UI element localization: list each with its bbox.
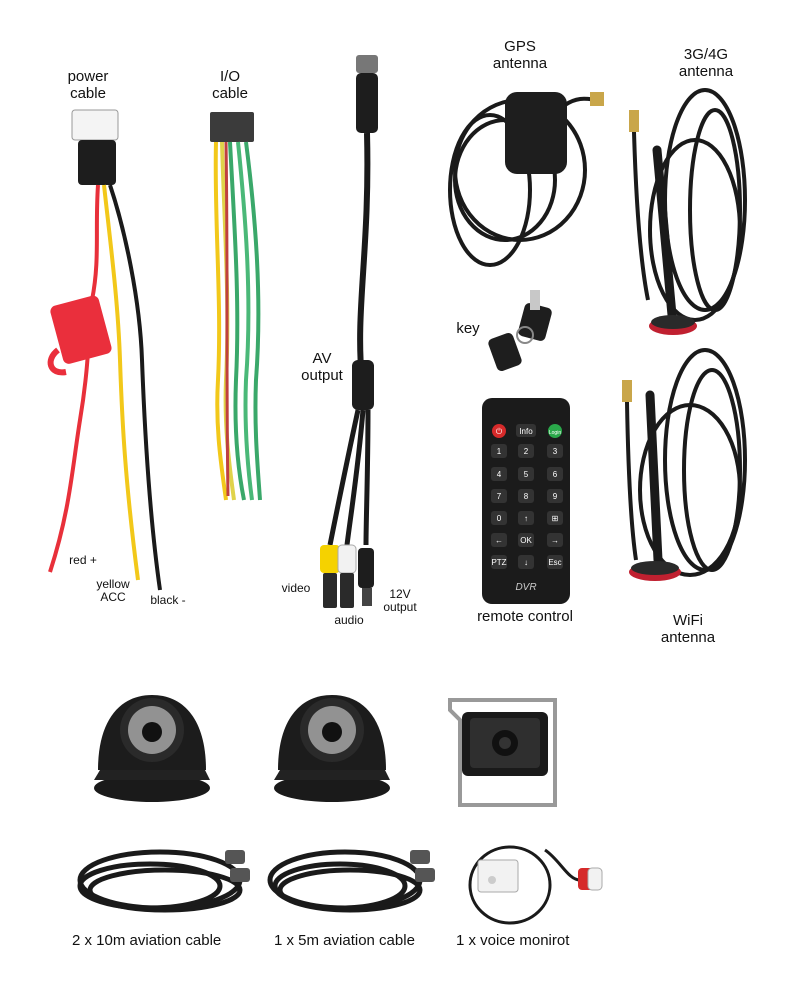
- aviation-cable-10m: [77, 849, 250, 913]
- antenna-3g4g-image: [629, 88, 747, 335]
- caption-10m-cable: 2 x 10m aviation cable: [72, 932, 222, 949]
- remote-power-button: [492, 424, 506, 438]
- svg-text:OK: OK: [520, 536, 532, 545]
- svg-text:1: 1: [497, 447, 502, 456]
- remote-button-4: 3: [547, 444, 563, 458]
- io-connector: [210, 112, 254, 142]
- svg-text:PTZ: PTZ: [491, 558, 506, 567]
- io-cable-image: [210, 112, 262, 501]
- red-wire: [48, 184, 100, 573]
- svg-text:3: 3: [553, 447, 558, 456]
- caption-5m-cable: 1 x 5m aviation cable: [274, 932, 415, 949]
- remote-login-button: [548, 424, 562, 438]
- dome-camera-2: [274, 695, 390, 802]
- av-cable-image: [320, 55, 378, 608]
- svg-text:⊞: ⊞: [552, 514, 559, 523]
- svg-text:DVR: DVR: [515, 582, 536, 593]
- rca-white-plug: [337, 544, 357, 574]
- svg-text:←: ←: [495, 536, 503, 545]
- remote-button-18: ↓: [518, 555, 534, 569]
- fuse-holder: [50, 295, 112, 364]
- svg-text:→: →: [551, 536, 559, 545]
- gps-module: [505, 92, 567, 174]
- svg-text:6: 6: [553, 470, 558, 479]
- svg-text:9: 9: [553, 492, 558, 501]
- audio-label: audio: [334, 613, 364, 627]
- svg-text:8: 8: [524, 492, 529, 501]
- wifi-antenna-image: [622, 348, 747, 581]
- keys-image: [488, 290, 552, 372]
- video-label: video: [281, 581, 311, 595]
- remote-button-8: 7: [491, 489, 507, 503]
- gps-antenna-image: [448, 92, 604, 267]
- aviation-cable-5m: [267, 849, 435, 913]
- yellow-wire: [102, 184, 140, 581]
- svg-text:0: 0: [497, 514, 502, 523]
- remote-button-13: ⊞: [547, 511, 563, 525]
- dome-camera-1: [94, 695, 210, 802]
- remote-button-5: 4: [491, 467, 507, 481]
- remote-button-16: →: [547, 533, 563, 547]
- svg-text:Esc: Esc: [548, 558, 561, 567]
- rca-yellow-plug: [320, 545, 340, 573]
- remote-button-7: 6: [547, 467, 563, 481]
- rear-camera: [448, 698, 557, 807]
- remote-button-17: PTZ: [491, 555, 507, 569]
- svg-text:4: 4: [497, 470, 502, 479]
- remote-button-9: 8: [518, 489, 534, 503]
- remote-control-label: remote control: [477, 608, 573, 625]
- key-label: key: [456, 320, 480, 337]
- remote-button-3: 2: [518, 444, 534, 458]
- svg-text:↓: ↓: [524, 558, 528, 567]
- remote-button-2: 1: [491, 444, 507, 458]
- remote-button-15: OK: [518, 533, 534, 547]
- svg-text:⏻: ⏻: [496, 427, 503, 436]
- caption-voice-monitor: 1 x voice monirot: [456, 932, 570, 949]
- svg-text:7: 7: [497, 492, 502, 501]
- black-wire-label: black -: [150, 593, 186, 607]
- svg-text:5: 5: [524, 470, 529, 479]
- remote-button-14: ←: [491, 533, 507, 547]
- red-wire-label: red +: [69, 553, 97, 567]
- remote-button-6: 5: [518, 467, 534, 481]
- svg-text:2: 2: [524, 447, 529, 456]
- voice-monitor: [468, 845, 603, 925]
- power-connector-black: [78, 140, 116, 185]
- svg-text:Login: Login: [549, 430, 561, 436]
- svg-text:Info: Info: [519, 427, 533, 436]
- remote-control-image: ⏻ Info Login 1 2 3 4 5 6 7 8 9 0 ↑ ⊞ ← OK → PTZ ↓ Esc DVR: [482, 398, 570, 604]
- dc-plug: [358, 548, 374, 588]
- remote-button-10: 9: [547, 489, 563, 503]
- power-connector-white: [71, 109, 119, 141]
- svg-text:↑: ↑: [524, 514, 528, 523]
- power-cable-image: [47, 109, 162, 591]
- black-wire: [108, 184, 162, 591]
- remote-button-19: Esc: [547, 555, 563, 569]
- remote-button-11: 0: [491, 511, 507, 525]
- remote-button-12: ↑: [518, 511, 534, 525]
